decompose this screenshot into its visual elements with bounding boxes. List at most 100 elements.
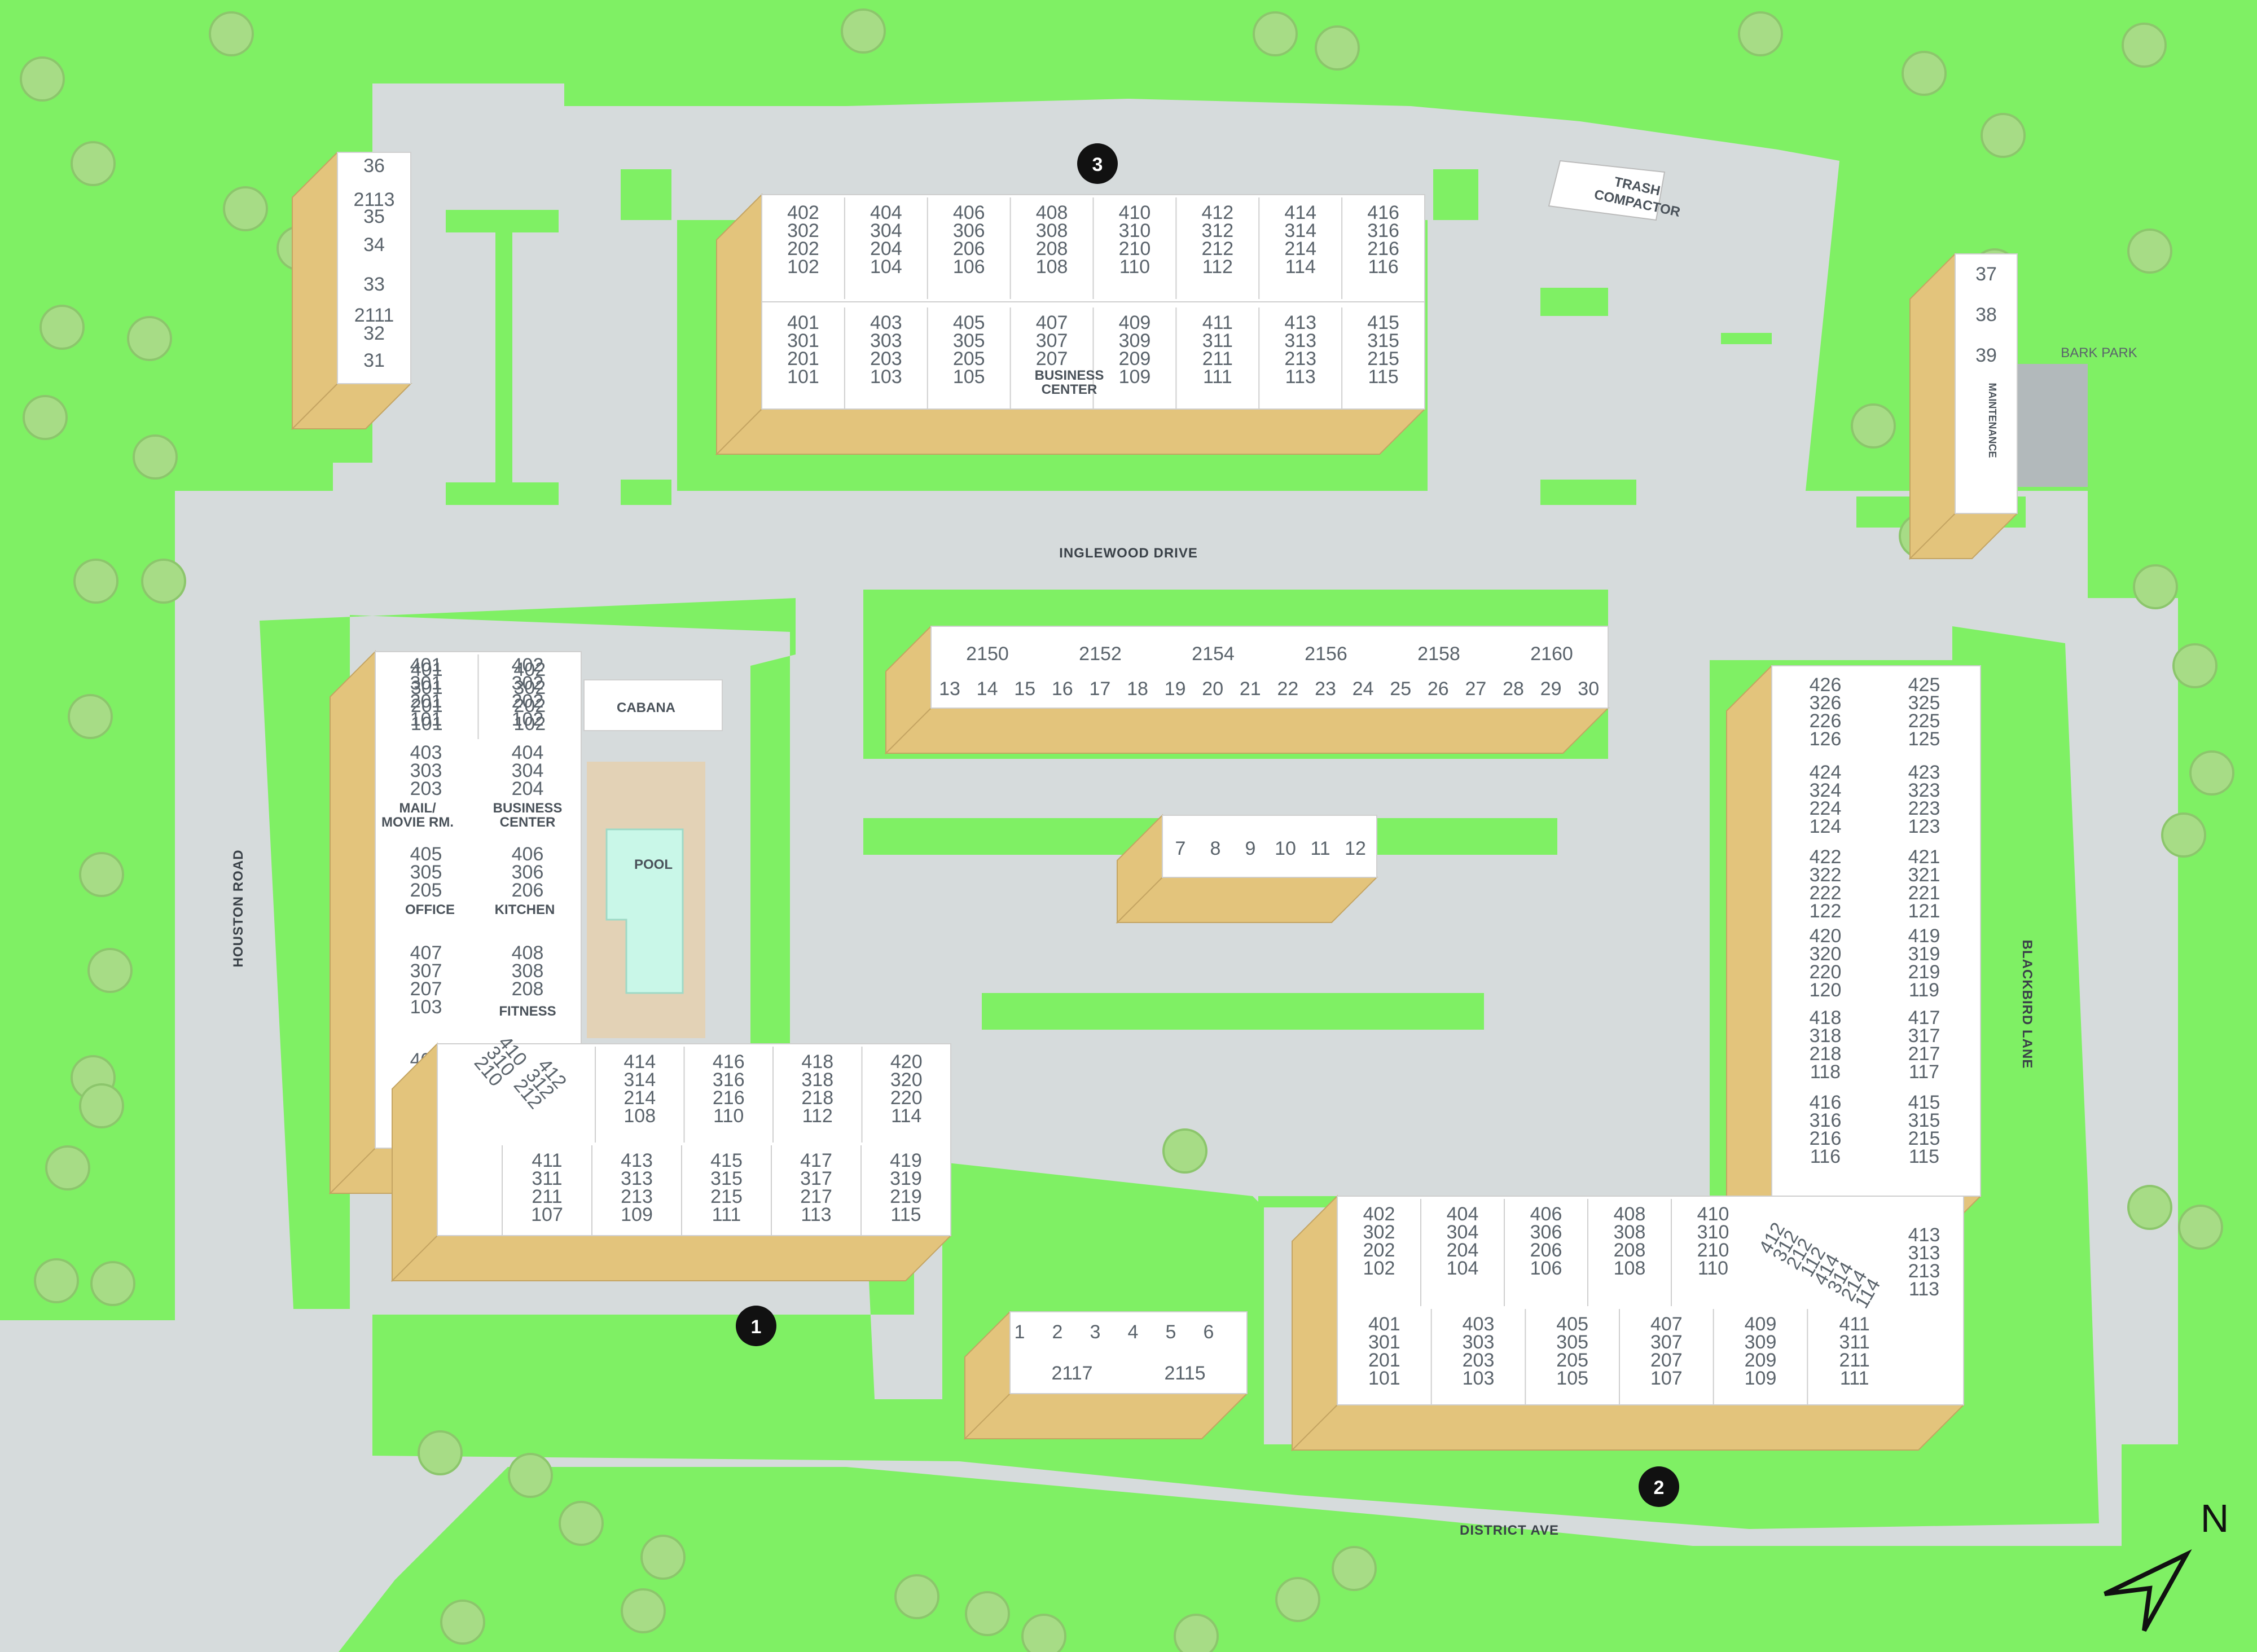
unit-number: 304 bbox=[1447, 1222, 1479, 1243]
unit-number: 413 bbox=[1284, 312, 1316, 333]
unit-number: 206 bbox=[953, 238, 985, 260]
unit-number: 103 bbox=[870, 366, 902, 388]
tree bbox=[90, 1261, 135, 1306]
unit-number: 20 bbox=[1202, 678, 1223, 700]
unit-number: 301 bbox=[1368, 1332, 1400, 1353]
pool-area bbox=[587, 762, 705, 1038]
tree bbox=[1902, 51, 1947, 96]
unit-number: 415 bbox=[1367, 312, 1399, 333]
unit-number: 316 bbox=[713, 1069, 745, 1091]
unit-number: 216 bbox=[713, 1087, 745, 1109]
tree bbox=[1738, 11, 1783, 56]
unit-number: 126 bbox=[1810, 728, 1842, 750]
unit-number: 317 bbox=[1908, 1025, 1940, 1047]
tree bbox=[2161, 812, 2206, 858]
unit-number: 101 bbox=[787, 366, 819, 388]
unit-number: 108 bbox=[1036, 256, 1068, 278]
unit-number: 2117 bbox=[1051, 1363, 1092, 1384]
tree bbox=[2133, 564, 2178, 609]
unit-number: 125 bbox=[1908, 728, 1940, 750]
unit-number: 203 bbox=[870, 348, 902, 370]
building bbox=[884, 625, 1610, 755]
unit-number: 26 bbox=[1428, 678, 1449, 700]
unit-number: 306 bbox=[953, 220, 985, 241]
unit-number: 417 bbox=[800, 1150, 832, 1171]
unit-number: 36 bbox=[363, 155, 385, 177]
unit-number: 115 bbox=[890, 1204, 921, 1225]
unit-number: 2154 bbox=[1192, 643, 1235, 665]
unit-number: 406 bbox=[512, 843, 544, 865]
tree bbox=[23, 395, 68, 440]
unit-number: 110 bbox=[1119, 256, 1150, 278]
cabana bbox=[583, 679, 723, 731]
unit-number: 417 bbox=[1908, 1007, 1940, 1029]
unit-number: 414 bbox=[623, 1051, 656, 1073]
unit-number: 321 bbox=[1908, 864, 1940, 886]
unit-number: 308 bbox=[1036, 220, 1068, 241]
unit-number: 10 bbox=[1275, 838, 1296, 859]
unit-number: 411 bbox=[532, 1150, 562, 1171]
unit-number: 207 bbox=[1650, 1350, 1683, 1371]
tree bbox=[68, 694, 113, 739]
unit-number: 418 bbox=[801, 1051, 833, 1073]
unit-number: 105 bbox=[1556, 1368, 1588, 1389]
tree bbox=[2189, 750, 2234, 796]
unit-number: 311 bbox=[1202, 330, 1233, 352]
unit-number: 210 bbox=[1697, 1240, 1729, 1261]
unit-number: 21 bbox=[1240, 678, 1261, 700]
unit-number: 301 bbox=[411, 677, 443, 698]
unit-number: 108 bbox=[623, 1105, 656, 1127]
unit-number: 102 bbox=[512, 709, 544, 730]
unit-number: 410 bbox=[1697, 1203, 1729, 1225]
unit-number: 323 bbox=[1908, 780, 1940, 801]
unit-number: 30 bbox=[1578, 678, 1599, 700]
building bbox=[1290, 1194, 1965, 1452]
tree bbox=[73, 559, 118, 604]
unit-number: 16 bbox=[1052, 678, 1073, 700]
unit-number: 39 bbox=[1975, 345, 1997, 366]
unit-number: 413 bbox=[621, 1150, 653, 1171]
unit-number: 402 bbox=[513, 659, 546, 680]
tree bbox=[418, 1430, 463, 1475]
unit-number: 307 bbox=[410, 960, 442, 982]
unit-number: 403 bbox=[870, 312, 902, 333]
unit-number: 402 bbox=[512, 654, 544, 676]
unit-number: 201 bbox=[1368, 1350, 1400, 1371]
building bbox=[390, 1042, 952, 1282]
unit-number: 112 bbox=[802, 1105, 833, 1127]
unit-number: 101 bbox=[411, 713, 443, 735]
unit-number: 225 bbox=[1908, 710, 1940, 732]
unit-number: 25 bbox=[1390, 678, 1411, 700]
unit-number: 422 bbox=[1810, 846, 1842, 868]
unit-number: 220 bbox=[1810, 961, 1842, 983]
unit-number: 309 bbox=[1745, 1332, 1777, 1353]
unit-number: 320 bbox=[890, 1069, 923, 1091]
unit-number: 34 bbox=[363, 234, 385, 256]
unit-number: 116 bbox=[1368, 256, 1398, 278]
tree bbox=[2127, 1185, 2172, 1230]
tree bbox=[209, 11, 254, 56]
unit-number: 405 bbox=[953, 312, 985, 333]
unit-number: 17 bbox=[1089, 678, 1110, 700]
unit-number: 403 bbox=[1463, 1313, 1495, 1335]
unit-number: 215 bbox=[1908, 1128, 1940, 1149]
